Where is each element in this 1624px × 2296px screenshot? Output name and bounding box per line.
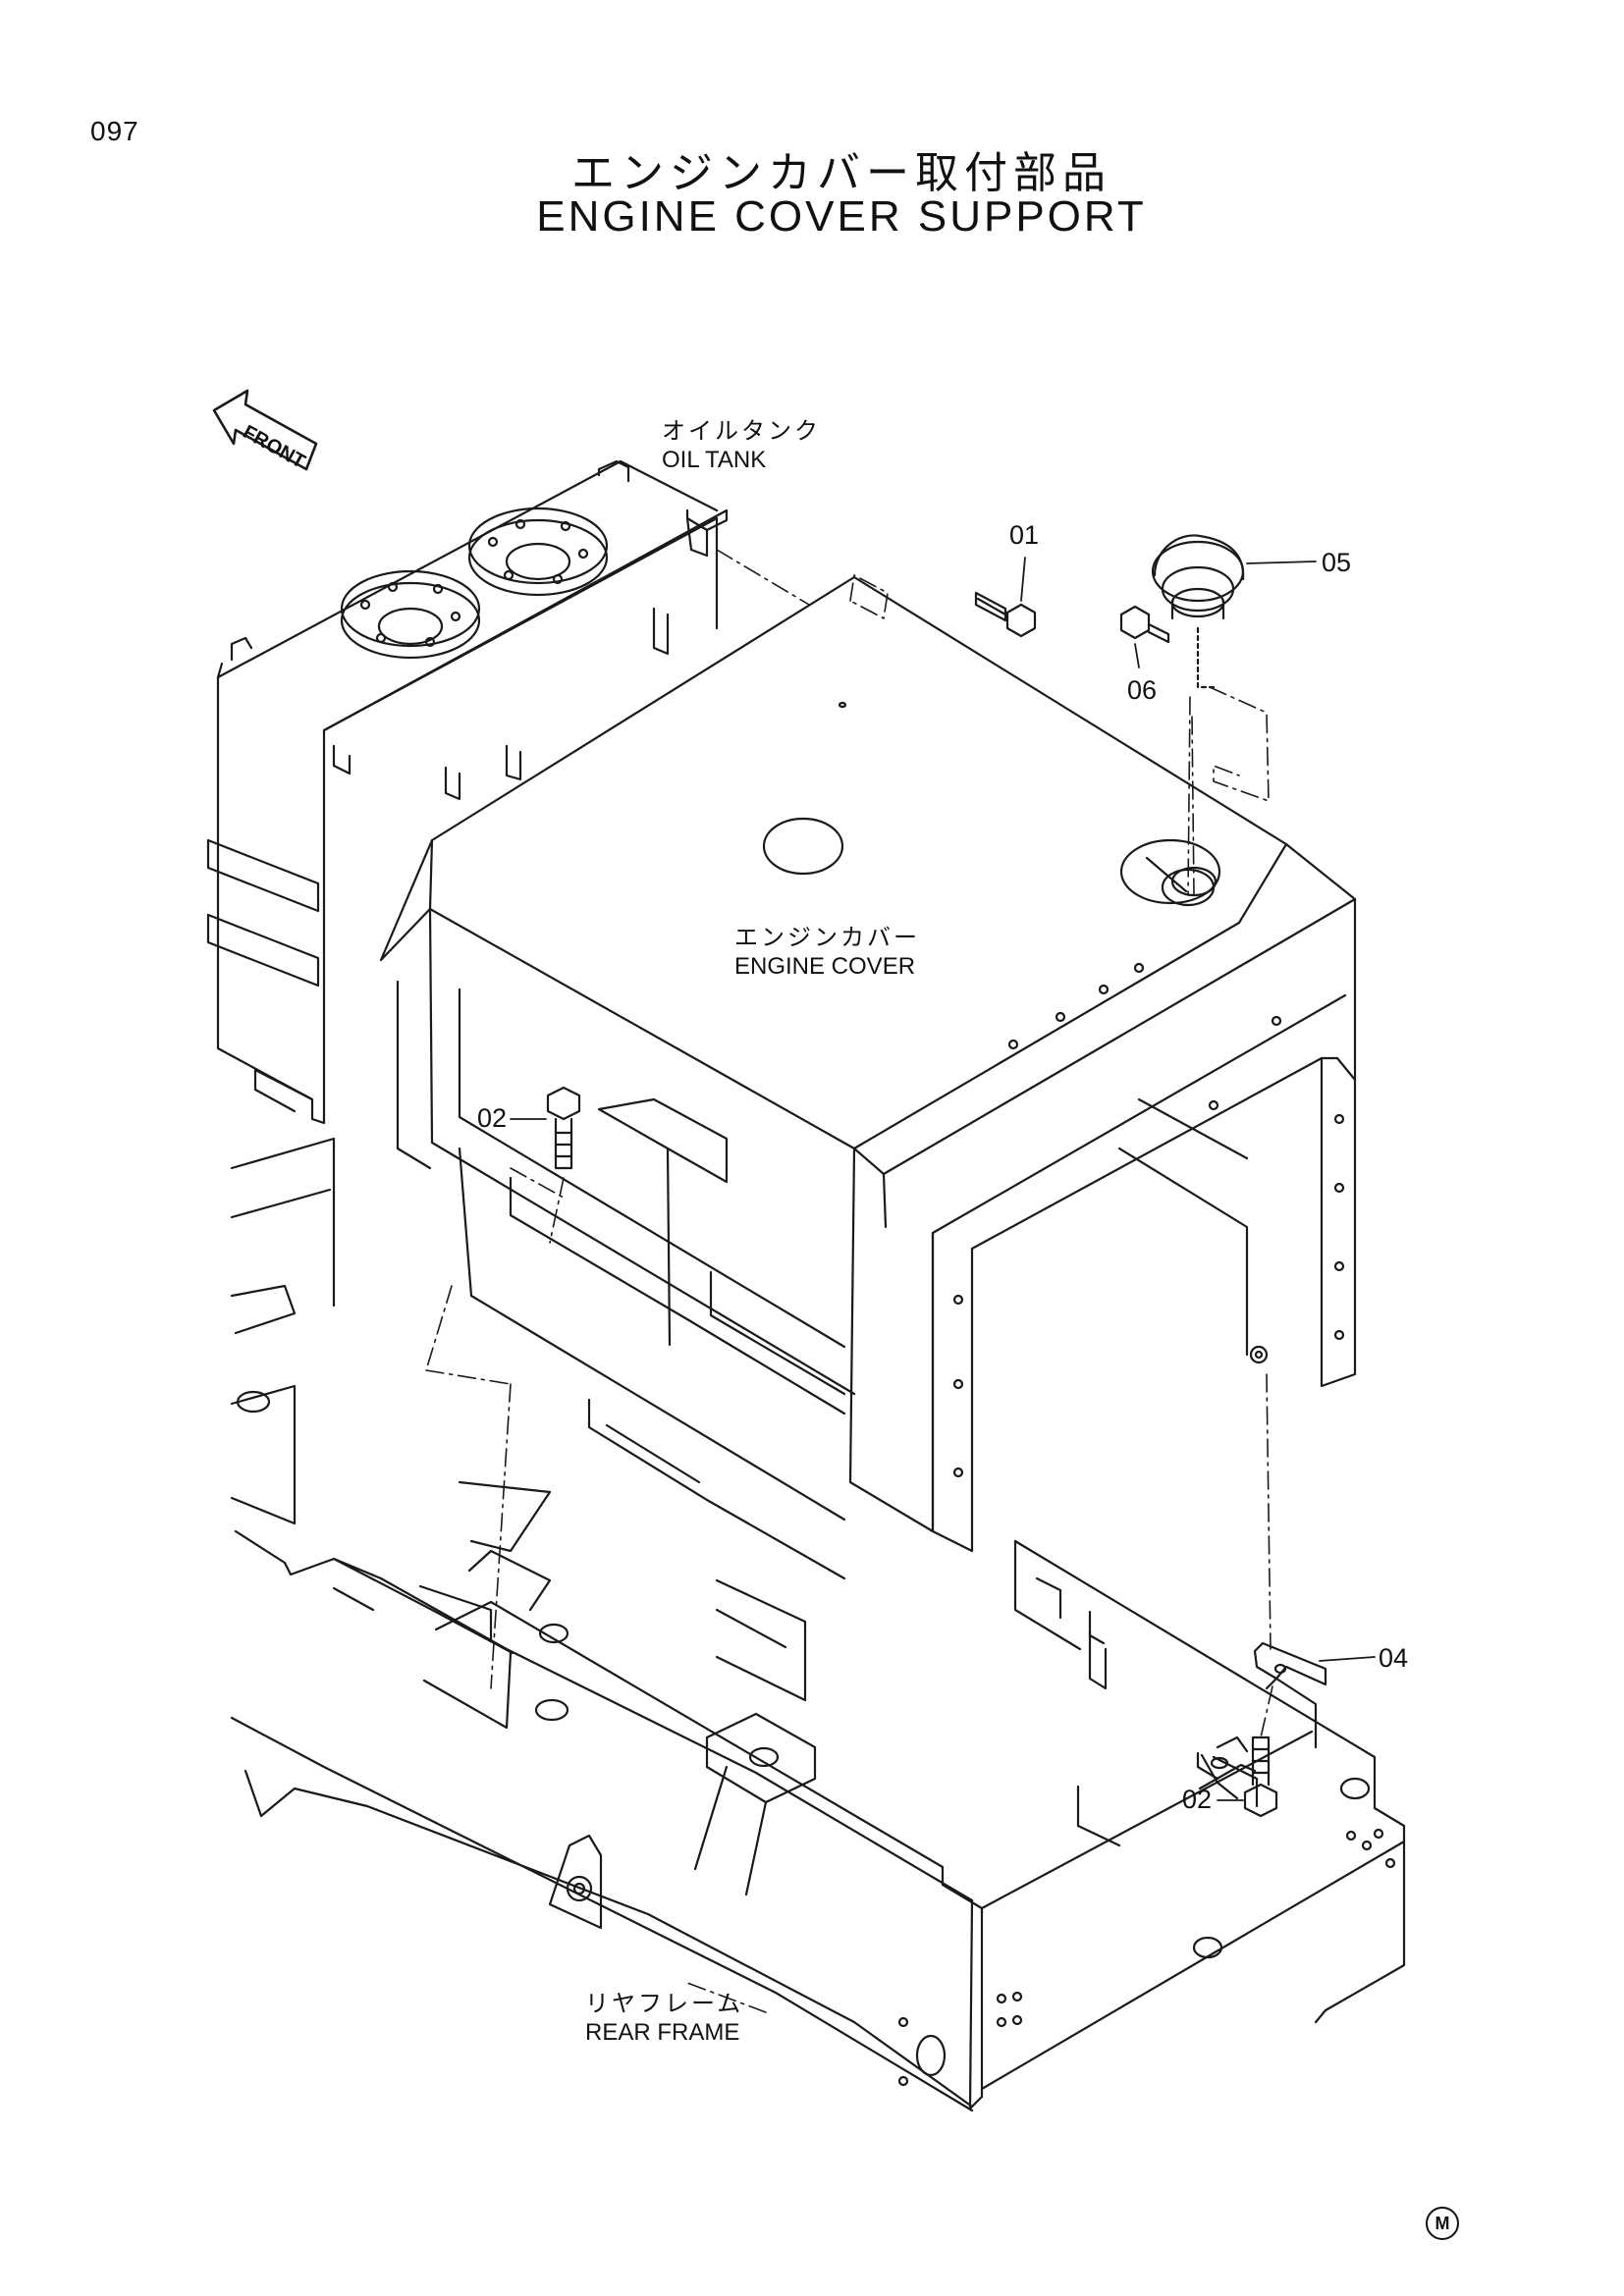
label-engine-cover-japanese: エンジンカバー	[734, 924, 920, 951]
label-oil-tank-japanese: オイルタンク	[662, 417, 821, 445]
page-number: 097	[90, 116, 139, 146]
callout-part-01: 01	[1009, 520, 1040, 550]
front-arrow-icon: FRONT	[212, 389, 318, 473]
callout-part-06: 06	[1127, 675, 1158, 705]
footer-mark: M	[1426, 2207, 1459, 2240]
front-arrow-label: FRONT	[240, 421, 309, 473]
assembly-guide-lines	[425, 549, 1273, 2013]
callout-part-04: 04	[1379, 1643, 1409, 1673]
oil-tank-drawing	[206, 459, 729, 1125]
label-engine-cover: エンジンカバー ENGINE COVER	[734, 923, 920, 982]
part-01-bolt-drawing	[974, 591, 1037, 638]
callout-part-02-lower: 02	[1182, 1785, 1213, 1814]
part-05-filler-cap-drawing	[1151, 534, 1245, 689]
label-oil-tank: オイルタンク OIL TANK	[662, 416, 821, 475]
page-title-japanese: エンジンカバー取付部品	[571, 148, 1111, 198]
part-06-bolt-drawing	[1119, 605, 1170, 644]
label-rear-frame-japanese: リヤフレーム	[585, 1990, 744, 2017]
label-oil-tank-english: OIL TANK	[662, 447, 767, 473]
part-02-bolt-upper-drawing	[546, 1086, 581, 1170]
label-rear-frame: リヤフレーム REAR FRAME	[585, 1989, 743, 2048]
engine-cover-drawing	[379, 575, 1357, 1580]
callout-part-05: 05	[1322, 548, 1352, 577]
rear-frame-drawing	[230, 1137, 1406, 2112]
page-title-english: ENGINE COVER SUPPORT	[536, 192, 1147, 240]
callout-leader-lines	[510, 557, 1376, 1801]
part-04-clip-drawing	[1253, 1641, 1327, 1686]
label-rear-frame-english: REAR FRAME	[585, 2019, 740, 2046]
part-02-bolt-lower-drawing	[1243, 1735, 1278, 1818]
label-engine-cover-english: ENGINE COVER	[734, 953, 916, 980]
callout-part-02-upper: 02	[477, 1103, 508, 1133]
